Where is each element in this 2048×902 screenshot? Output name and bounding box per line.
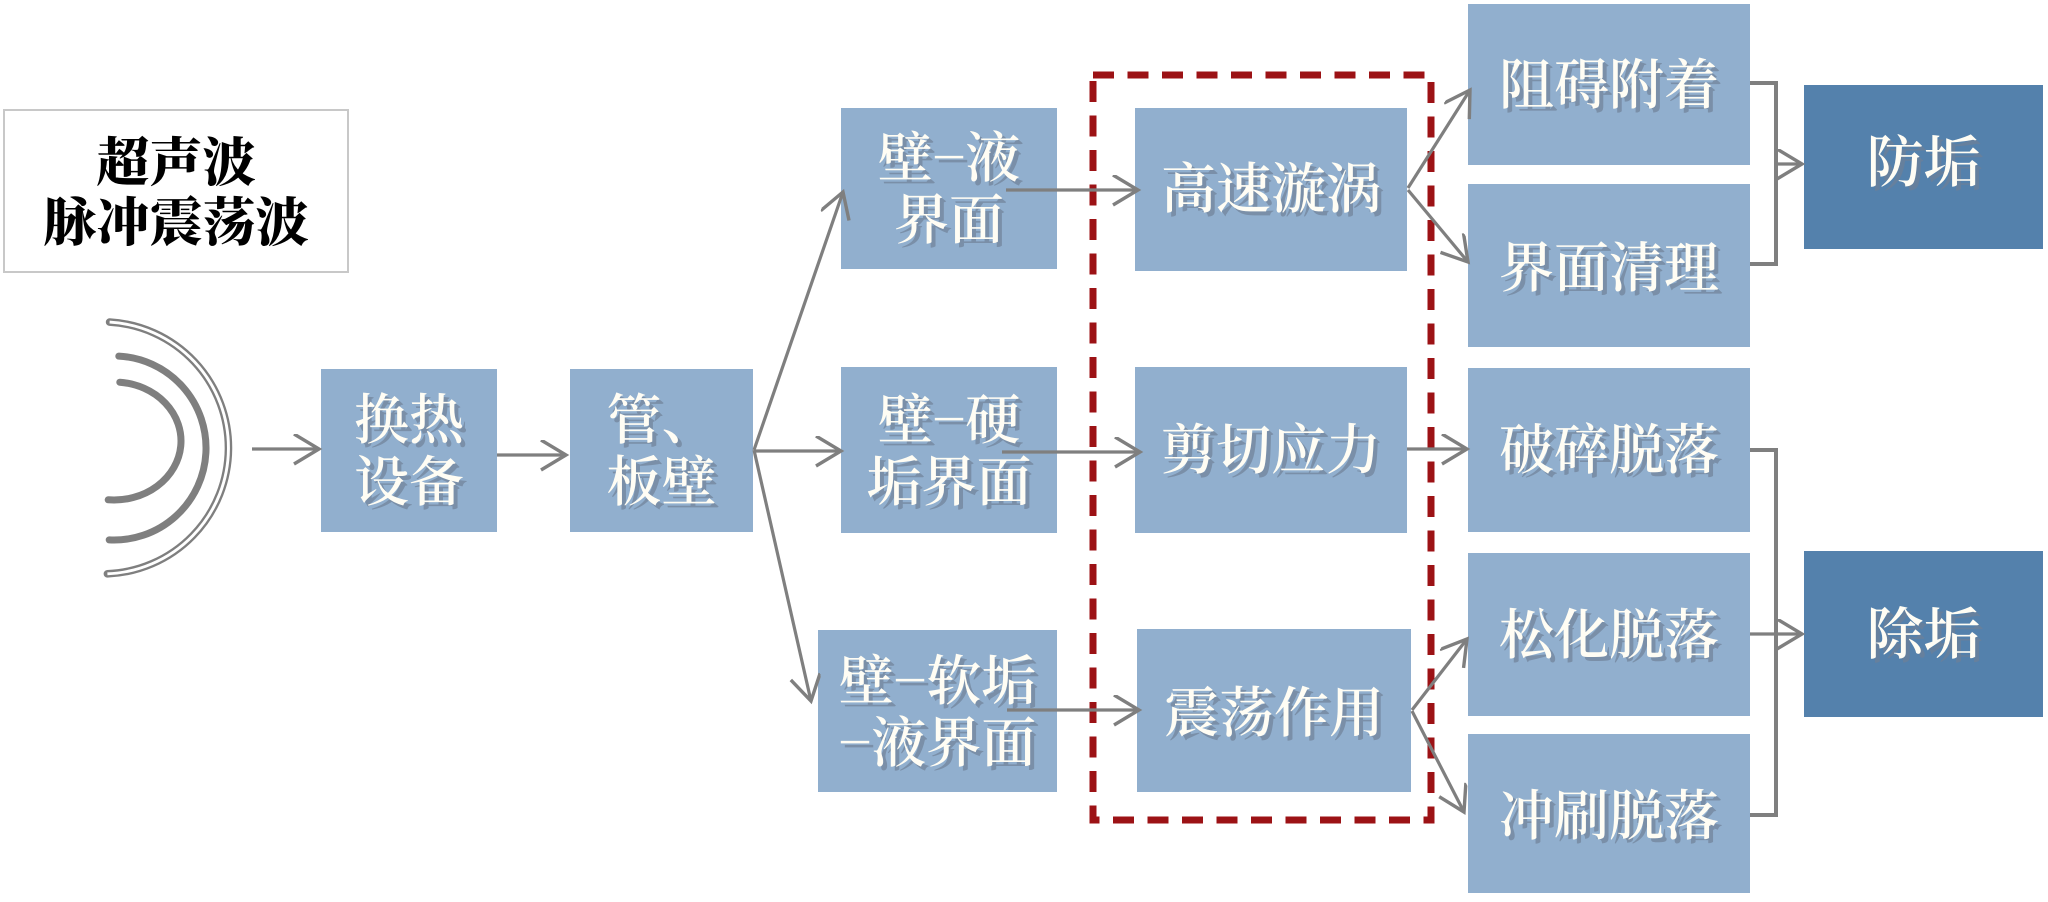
svg-text:壁−软垢: 壁−软垢 bbox=[843, 641, 1041, 720]
svg-text:防垢: 防垢 bbox=[1867, 117, 1981, 199]
svg-text:−液界面: −液界面 bbox=[839, 699, 1037, 778]
svg-text:松化脱落: 松化脱落 bbox=[1503, 595, 1723, 674]
svg-text:除垢: 除垢 bbox=[1871, 593, 1985, 675]
svg-text:破碎脱落: 破碎脱落 bbox=[1499, 406, 1719, 485]
svg-text:壁−软垢: 壁−软垢 bbox=[839, 637, 1037, 716]
svg-text:冲刷脱落: 冲刷脱落 bbox=[1503, 776, 1723, 855]
svg-text:界面: 界面 bbox=[898, 180, 1008, 259]
svg-text:剪切应力: 剪切应力 bbox=[1165, 410, 1385, 489]
svg-text:剪切应力: 剪切应力 bbox=[1161, 406, 1381, 485]
svg-text:破碎脱落: 破碎脱落 bbox=[1503, 410, 1723, 489]
svg-text:垢界面: 垢界面 bbox=[870, 442, 1035, 521]
svg-text:垢界面: 垢界面 bbox=[866, 438, 1031, 517]
svg-text:冲刷脱落: 冲刷脱落 bbox=[1499, 772, 1719, 851]
svg-text:高速漩涡: 高速漩涡 bbox=[1165, 149, 1385, 228]
svg-text:−液界面: −液界面 bbox=[843, 703, 1041, 782]
svg-text:板壁: 板壁 bbox=[606, 438, 716, 517]
svg-text:壁−硬: 壁−硬 bbox=[878, 376, 1021, 455]
svg-text:设备: 设备 bbox=[354, 438, 464, 517]
svg-text:管、: 管、 bbox=[610, 380, 720, 459]
svg-text:界面清理: 界面清理 bbox=[1499, 224, 1719, 303]
svg-text:防垢: 防垢 bbox=[1871, 121, 1985, 203]
svg-text:阻碍附着: 阻碍附着 bbox=[1499, 41, 1719, 120]
svg-text:板壁: 板壁 bbox=[610, 442, 720, 521]
svg-text:高速漩涡: 高速漩涡 bbox=[1161, 145, 1381, 224]
svg-text:管、: 管、 bbox=[606, 376, 716, 455]
svg-text:设备: 设备 bbox=[358, 442, 468, 521]
svg-text:松化脱落: 松化脱落 bbox=[1499, 591, 1719, 670]
svg-text:壁−硬: 壁−硬 bbox=[882, 380, 1025, 459]
svg-text:震荡作用: 震荡作用 bbox=[1164, 669, 1384, 748]
svg-text:震荡作用: 震荡作用 bbox=[1168, 673, 1388, 752]
svg-text:阻碍附着: 阻碍附着 bbox=[1503, 45, 1723, 124]
svg-text:除垢: 除垢 bbox=[1867, 589, 1981, 671]
svg-text:脉冲震荡波: 脉冲震荡波 bbox=[44, 181, 309, 257]
svg-text:壁−液: 壁−液 bbox=[878, 114, 1021, 193]
svg-text:壁−液: 壁−液 bbox=[882, 118, 1025, 197]
svg-text:换热: 换热 bbox=[358, 380, 468, 459]
svg-text:超声波: 超声波 bbox=[97, 121, 256, 197]
svg-text:界面清理: 界面清理 bbox=[1503, 228, 1723, 307]
svg-text:换热: 换热 bbox=[354, 376, 464, 455]
svg-text:界面: 界面 bbox=[894, 176, 1004, 255]
